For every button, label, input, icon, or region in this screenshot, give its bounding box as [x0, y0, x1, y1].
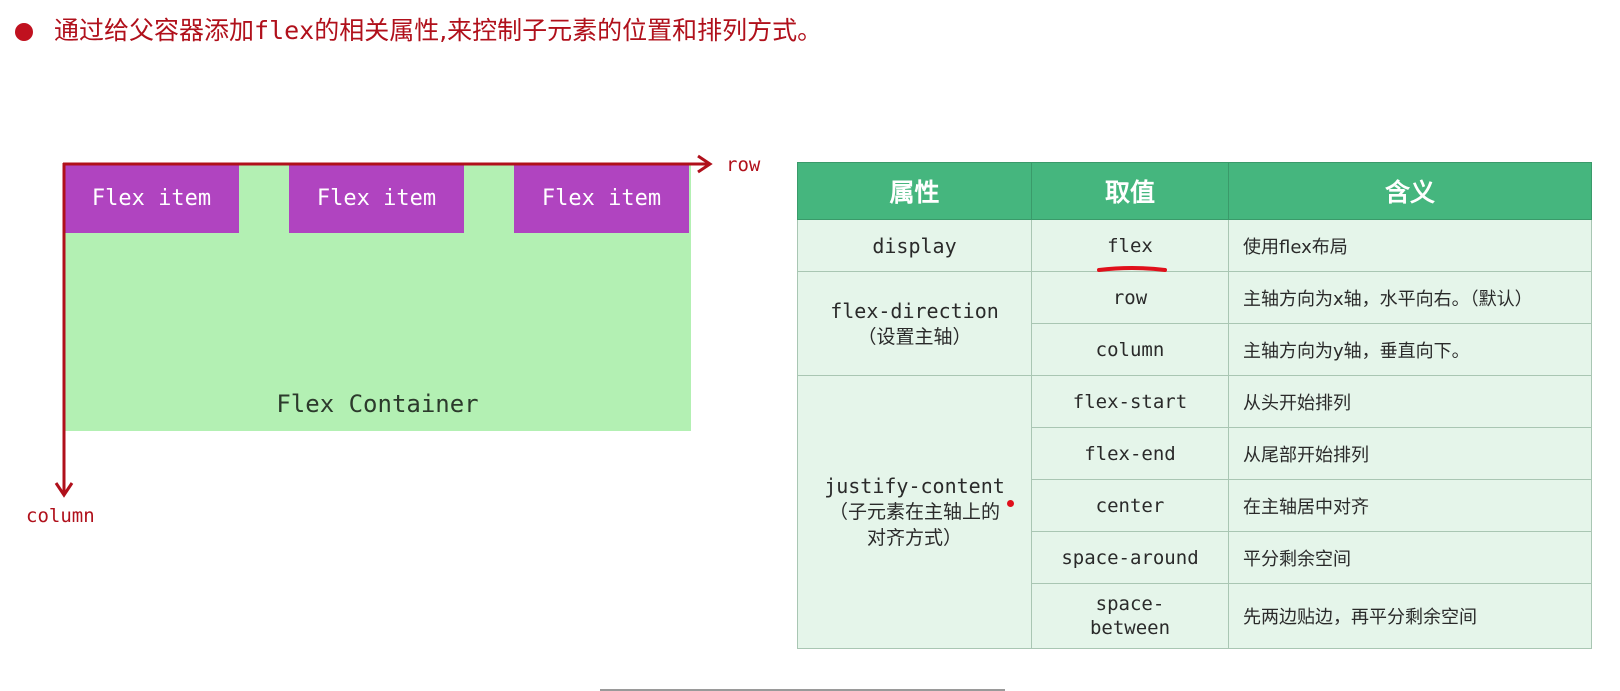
axis-arrows [54, 154, 713, 498]
heading-part1: 通过给父容器添加 [54, 16, 255, 45]
property-justify-content-sub2: 对齐方式） [866, 527, 962, 549]
heading-code: flex [254, 16, 315, 45]
value-space-around: space-around [1031, 531, 1229, 584]
flex-diagram: Flex item Flex item Flex item Flex Conta… [0, 0, 780, 540]
row-arrow-head [697, 154, 713, 174]
flex-item-2: Flex item [289, 164, 464, 233]
table-row: flex-direction （设置主轴） row 主轴方向为x轴，水平向右。（… [797, 271, 1592, 376]
flex-item-1: Flex item [64, 164, 239, 233]
value-row: row [1031, 271, 1229, 324]
meaning-column: 主轴方向为y轴，垂直向下。 [1228, 323, 1592, 376]
header-value: 取值 [1031, 162, 1229, 220]
property-flex-direction: flex-direction （设置主轴） [797, 271, 1032, 376]
value-flex: flex [1107, 234, 1153, 257]
table-row: column 主轴方向为y轴，垂直向下。 [798, 323, 1592, 376]
column-axis-label: column [26, 505, 95, 527]
pointer-dot [1007, 500, 1014, 507]
property-justify-content-sub1: （子元素在主轴上的 [828, 501, 1000, 523]
row-axis-label: row [726, 154, 761, 176]
value-space-between: space- between [1031, 583, 1229, 649]
flex-properties-table: 属性 取值 含义 display flex 使用flex布局 flex-dire… [797, 162, 1592, 649]
value-flex-start: flex-start [1031, 375, 1229, 428]
red-underline-mark [1097, 265, 1168, 272]
value-space-between-line2: between [1089, 617, 1171, 639]
header-property: 属性 [797, 162, 1032, 220]
property-flex-direction-name: flex-direction [830, 298, 999, 323]
value-column: column [1031, 323, 1229, 376]
flex-item-3: Flex item [514, 164, 689, 233]
meaning-display: 使用flex布局 [1228, 219, 1592, 272]
bottom-divider [600, 689, 1005, 691]
meaning-row: 主轴方向为x轴，水平向右。（默认） [1228, 271, 1592, 324]
property-justify-content: justify-content （子元素在主轴上的 对齐方式） [797, 375, 1032, 649]
meaning-space-between: 先两边贴边，再平分剩余空间 [1228, 583, 1592, 649]
heading-text: 通过给父容器添加flex的相关属性,来控制子元素的位置和排列方式。 [54, 14, 822, 48]
value-space-between-line1: space- [1095, 593, 1165, 615]
value-center: center [1031, 479, 1229, 532]
table-row: flex-end 从尾部开始排列 [798, 427, 1592, 480]
table-row: display flex 使用flex布局 [797, 219, 1592, 272]
meaning-center: 在主轴居中对齐 [1228, 479, 1592, 532]
header-meaning: 含义 [1228, 162, 1592, 220]
property-display: display [797, 219, 1032, 272]
meaning-flex-end: 从尾部开始排列 [1228, 427, 1592, 480]
meaning-flex-start: 从头开始排列 [1228, 375, 1592, 428]
property-flex-direction-sub: （设置主轴） [857, 325, 972, 348]
bullet-icon [15, 23, 33, 41]
property-justify-content-name: justify-content [824, 474, 1005, 498]
value-flex-end: flex-end [1031, 427, 1229, 480]
table-header-row: 属性 取值 含义 [797, 162, 1592, 220]
column-arrow-head [54, 482, 74, 498]
flex-container-label: Flex Container [276, 390, 479, 418]
heading-part2: 的相关属性,来控制子元素的位置和排列方式。 [314, 16, 823, 45]
table-row: justify-content （子元素在主轴上的 对齐方式） flex-sta… [797, 375, 1592, 649]
meaning-space-around: 平分剩余空间 [1228, 531, 1592, 584]
value-cell: flex [1031, 219, 1229, 272]
table-row: space- between 先两边贴边，再平分剩余空间 [798, 583, 1592, 649]
table-row: space-around 平分剩余空间 [798, 531, 1592, 584]
